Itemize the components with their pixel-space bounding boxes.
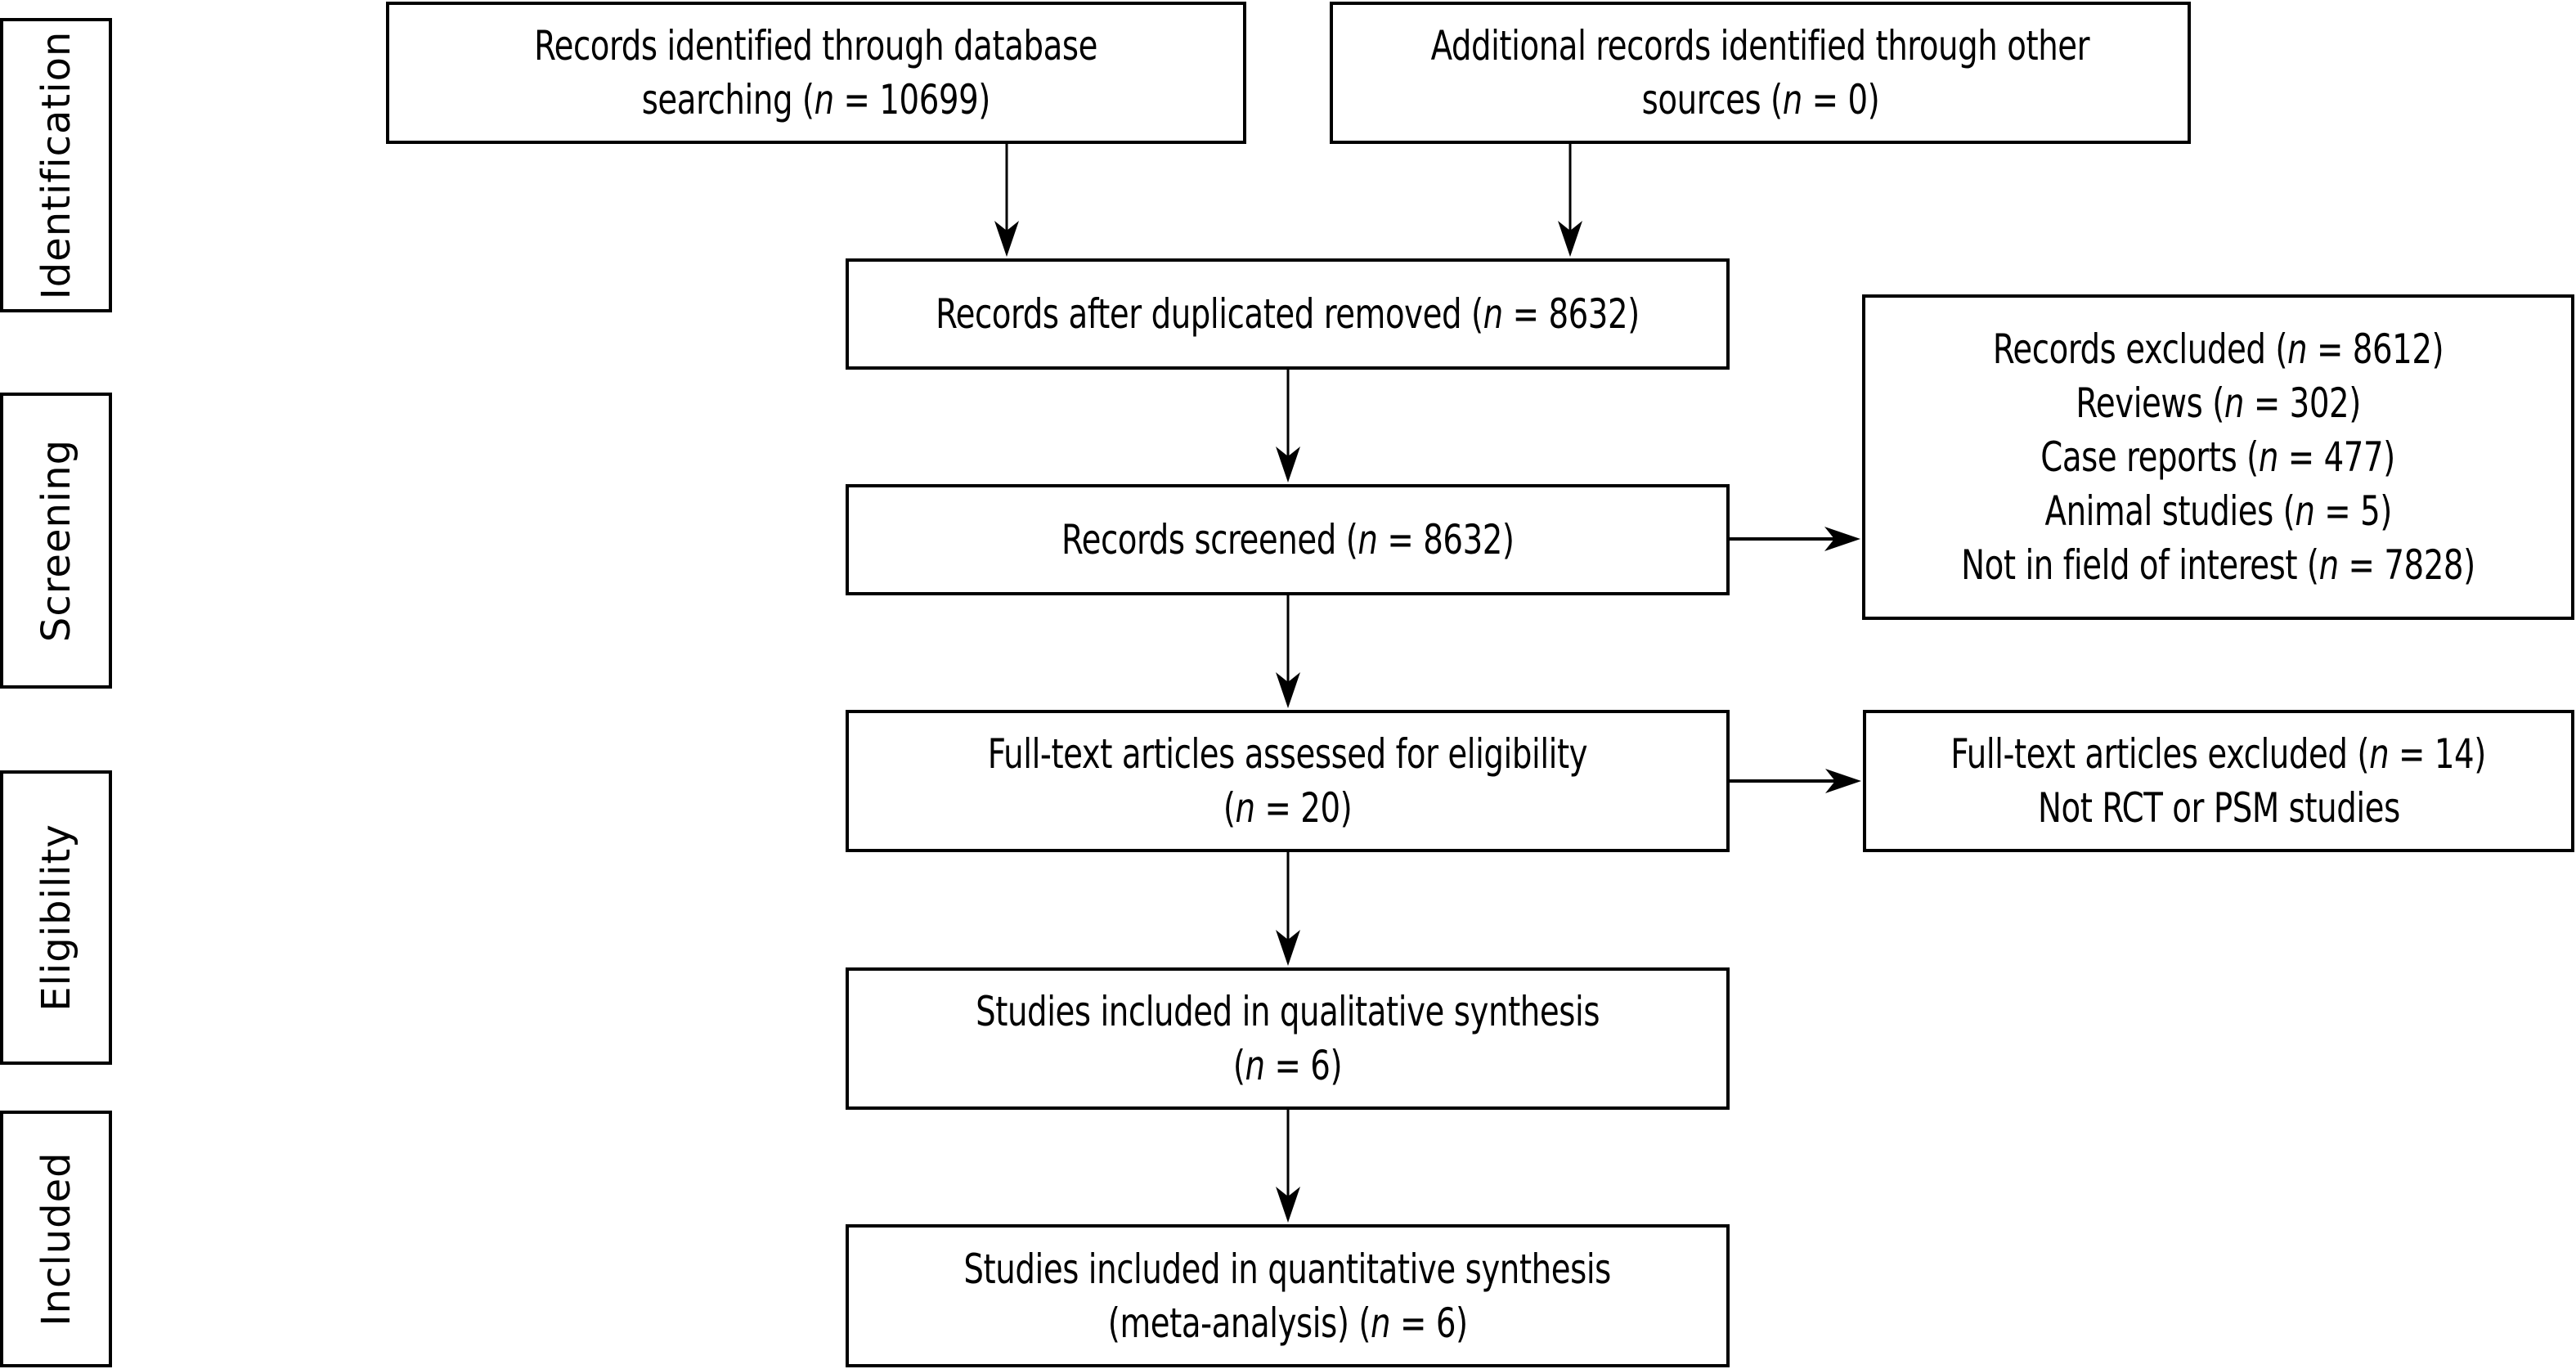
- n-symbol: n: [2318, 541, 2340, 589]
- box-quantitative-synthesis: Studies included in quantitative synthes…: [846, 1224, 1730, 1367]
- arrow-other-to-duplicates: [1558, 144, 1582, 257]
- box-text-line: Records excluded (n = 8612): [1993, 322, 2444, 376]
- n-symbol: n: [2287, 325, 2308, 373]
- arrowhead-icon: [1276, 1187, 1300, 1223]
- stage-identification: Identification: [0, 18, 112, 312]
- box-text-line: Studies included in quantitative synthes…: [963, 1242, 1612, 1296]
- count-value: = 7828): [2338, 541, 2476, 589]
- count-value: = 477): [2278, 433, 2396, 481]
- count-value: = 5): [2314, 487, 2392, 535]
- text-segment: Records after duplicated removed (: [936, 290, 1483, 338]
- arrowhead-icon: [1276, 447, 1300, 483]
- n-symbol: n: [1483, 290, 1504, 338]
- text-segment: Animal studies (: [2044, 487, 2296, 535]
- count-value: = 8632): [1502, 290, 1640, 338]
- box-text-line: Reviews (n = 302): [2076, 376, 2361, 430]
- text-segment: Full-text articles assessed for eligibil…: [987, 730, 1588, 778]
- text-segment: Case reports (: [2040, 433, 2260, 481]
- box-text-line: (n = 6): [1232, 1039, 1343, 1093]
- box-text-line: Studies included in qualitative synthesi…: [976, 985, 1600, 1039]
- text-segment: Not RCT or PSM studies: [2037, 784, 2400, 832]
- arrowhead-icon: [994, 221, 1019, 257]
- stage-included: Included: [0, 1111, 112, 1367]
- text-segment: Studies included in quantitative synthes…: [963, 1245, 1612, 1293]
- stage-label: Identification: [33, 30, 79, 300]
- n-symbol: n: [2259, 433, 2279, 481]
- arrowhead-icon: [1825, 769, 1861, 793]
- arrowhead-icon: [1558, 221, 1582, 257]
- count-value: = 6): [1264, 1042, 1343, 1089]
- arrowhead-icon: [1276, 930, 1300, 966]
- n-symbol: n: [1235, 784, 1255, 832]
- count-value: = 14): [2389, 730, 2487, 778]
- box-records-excluded: Records excluded (n = 8612)Reviews (n = …: [1862, 294, 2574, 620]
- box-other-sources: Additional records identified through ot…: [1330, 2, 2191, 144]
- box-text-line: sources (n = 0): [1641, 73, 1879, 127]
- text-segment: (: [1223, 784, 1236, 832]
- box-text-line: Additional records identified through ot…: [1431, 19, 2090, 73]
- box-text-line: Records identified through database: [535, 19, 1098, 73]
- n-symbol: n: [814, 76, 835, 123]
- arrowhead-icon: [1824, 527, 1860, 551]
- box-records-screened: Records screened (n = 8632): [846, 484, 1730, 595]
- text-segment: Full-text articles excluded (: [1950, 730, 2370, 778]
- text-segment: Studies included in qualitative synthesi…: [976, 988, 1600, 1035]
- box-text-line: Full-text articles excluded (n = 14): [1951, 727, 2487, 781]
- arrow-qualitative-to-quantitative: [1276, 1110, 1300, 1223]
- text-segment: searching (: [641, 76, 815, 123]
- stage-label: Screening: [33, 438, 79, 643]
- box-text-line: (n = 20): [1223, 781, 1353, 835]
- box-text-line: Records screened (n = 8632): [1061, 513, 1515, 567]
- text-segment: Not in field of interest (: [1961, 541, 2319, 589]
- text-segment: Records identified through database: [534, 22, 1098, 70]
- n-symbol: n: [1358, 516, 1378, 563]
- box-fulltext-excluded: Full-text articles excluded (n = 14)Not …: [1863, 710, 2574, 852]
- box-text-line: searching (n = 10699): [641, 73, 991, 127]
- n-symbol: n: [2224, 379, 2245, 427]
- text-segment: Records screened (: [1061, 516, 1358, 563]
- count-value: = 302): [2243, 379, 2361, 427]
- count-value: = 10699): [833, 76, 991, 123]
- stage-eligibility: Eligibility: [0, 770, 112, 1065]
- box-text-line: Full-text articles assessed for eligibil…: [987, 727, 1588, 781]
- count-value: = 0): [1802, 76, 1879, 123]
- arrowhead-icon: [1276, 672, 1300, 708]
- arrow-duplicates-to-screened: [1276, 370, 1300, 483]
- count-value: = 8632): [1377, 516, 1515, 563]
- text-segment: (: [1232, 1042, 1245, 1089]
- box-text-line: (meta-analysis) (n = 6): [1108, 1296, 1468, 1350]
- box-qualitative-synthesis: Studies included in qualitative synthesi…: [846, 967, 1730, 1110]
- count-value: = 20): [1254, 784, 1353, 832]
- text-segment: Additional records identified through ot…: [1430, 22, 2090, 70]
- n-symbol: n: [1370, 1299, 1391, 1347]
- arrow-fulltext-to-qualitative: [1276, 852, 1300, 966]
- text-segment: sources (: [1641, 76, 1783, 123]
- arrow-fulltext-to-excluded: [1730, 769, 1861, 793]
- box-text-line: Not in field of interest (n = 7828): [1961, 538, 2475, 592]
- n-symbol: n: [2369, 730, 2390, 778]
- stage-label: Eligibility: [33, 824, 79, 1012]
- arrow-database-to-duplicates: [994, 144, 1019, 257]
- text-segment: Records excluded (: [1992, 325, 2288, 373]
- n-symbol: n: [2295, 487, 2315, 535]
- box-text-line: Case reports (n = 477): [2041, 430, 2396, 484]
- text-segment: (meta-analysis) (: [1107, 1299, 1371, 1347]
- count-value: = 6): [1389, 1299, 1468, 1347]
- box-text-line: Animal studies (n = 5): [2044, 484, 2392, 538]
- box-fulltext-assessed: Full-text articles assessed for eligibil…: [846, 710, 1730, 852]
- n-symbol: n: [1782, 76, 1802, 123]
- box-text-line: Records after duplicated removed (n = 86…: [936, 287, 1640, 341]
- stage-label: Included: [33, 1151, 79, 1326]
- arrow-screened-to-excluded: [1730, 527, 1860, 551]
- box-text-line: Not RCT or PSM studies: [2038, 781, 2400, 835]
- n-symbol: n: [1245, 1042, 1266, 1089]
- box-after-duplicates: Records after duplicated removed (n = 86…: [846, 258, 1730, 370]
- arrow-screened-to-fulltext: [1276, 595, 1300, 708]
- text-segment: Reviews (: [2076, 379, 2224, 427]
- stage-screening: Screening: [0, 393, 112, 689]
- count-value: = 8612): [2307, 325, 2444, 373]
